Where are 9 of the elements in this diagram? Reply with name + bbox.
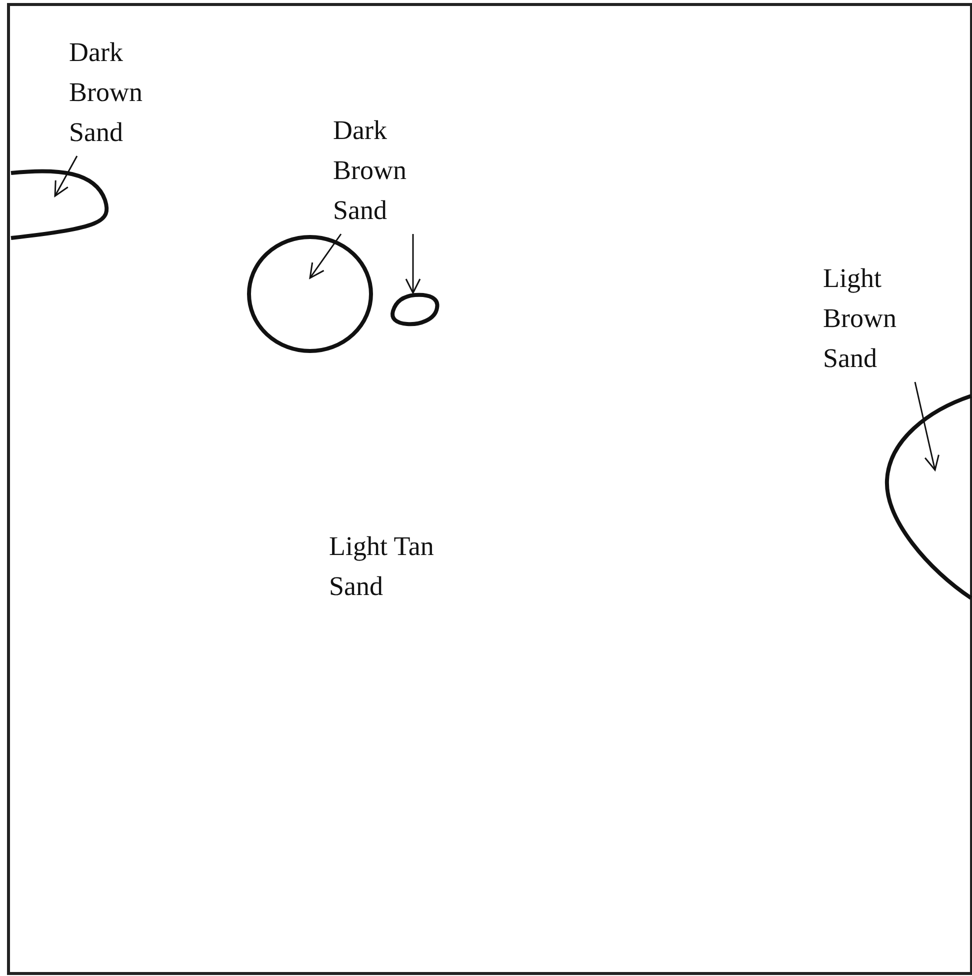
area-label: Dark Brown Sand: [333, 110, 433, 230]
arrow: [54, 156, 78, 197]
sand-patch-outline: [246, 234, 374, 354]
arrow: [914, 382, 940, 471]
arrow: [405, 234, 421, 294]
area-label: Dark Brown Sand: [69, 32, 169, 152]
area-label: Light Tan Sand: [329, 530, 435, 603]
area-label: Light Brown Sand: [823, 258, 923, 378]
sand-patch-outline: [389, 291, 441, 329]
